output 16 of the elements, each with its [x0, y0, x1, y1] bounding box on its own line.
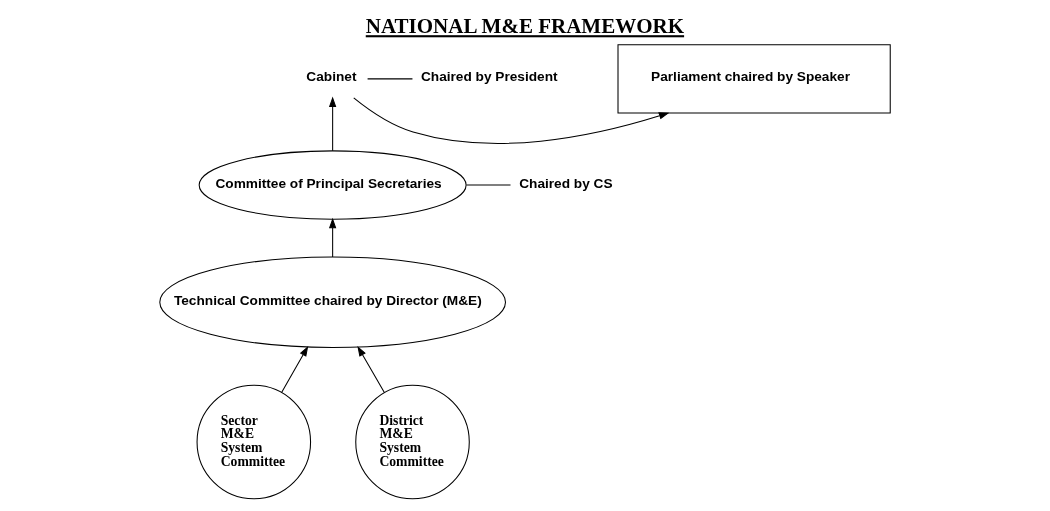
arrow [328, 95, 337, 151]
diagram-title: NATIONAL M&E FRAMEWORK [365, 13, 685, 38]
connector [367, 77, 413, 79]
node-ellipse: Technical Committee chaired by Director (M&E) [159, 256, 506, 348]
node-circle: Sector M&E System Committee [196, 384, 312, 499]
arrow [353, 96, 670, 144]
node-text: Chaired by President [420, 68, 558, 84]
node-circle: District M&E System Committee [355, 384, 470, 499]
arrow [328, 217, 337, 258]
node-box: Parliament chaired by Speaker [617, 43, 891, 114]
arrow [357, 345, 385, 393]
node-text: Cabinet [306, 68, 357, 84]
node-text: Chaired by CS [519, 175, 613, 191]
connector [465, 184, 512, 186]
node-ellipse: Committee of Principal Secretaries [198, 149, 467, 220]
arrow [281, 345, 309, 393]
